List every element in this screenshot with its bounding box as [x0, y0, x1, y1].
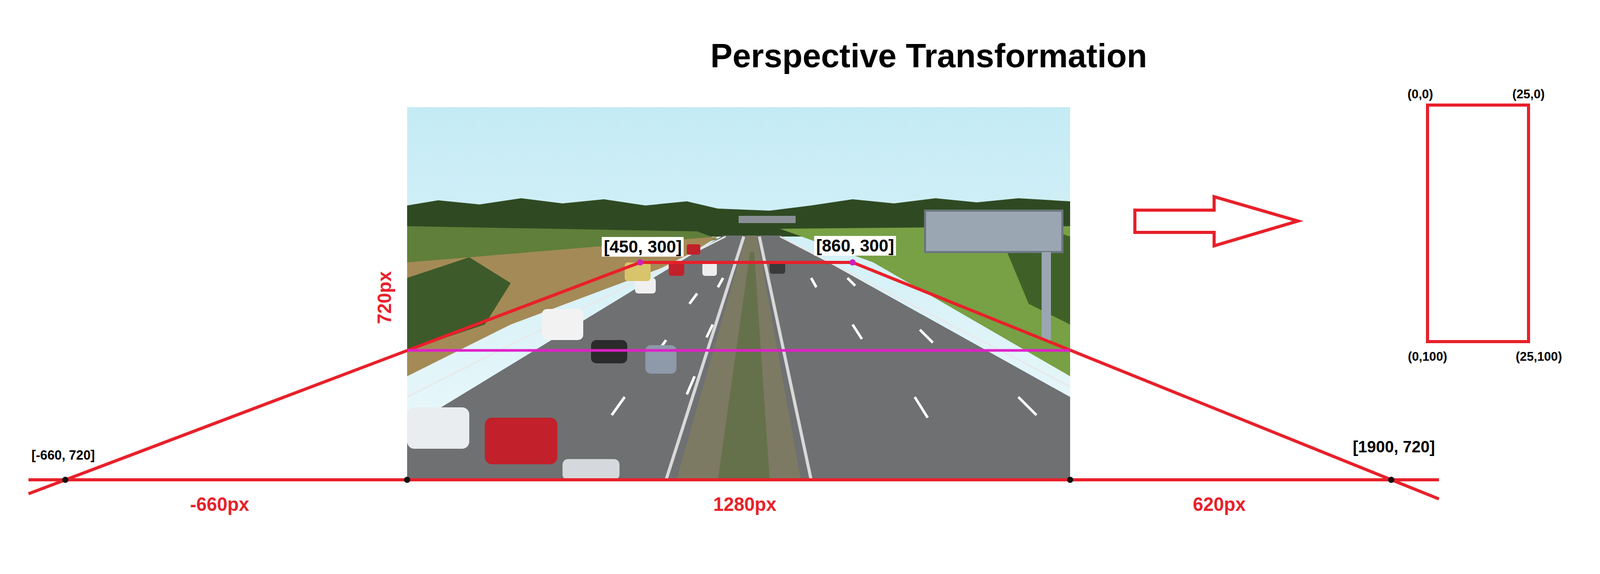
corner-dots	[637, 259, 856, 266]
lane-markings	[611, 278, 1037, 418]
road-edge-line	[407, 236, 726, 398]
point-coordinate: [450, 300]	[601, 237, 684, 257]
point-coordinate: [860, 300]	[814, 236, 897, 256]
target-rectangle	[1427, 105, 1529, 342]
sign-gantry	[925, 210, 1063, 253]
road-surface	[407, 235, 1071, 481]
barrier-line	[759, 236, 812, 481]
barrier-line	[666, 236, 744, 481]
dimension-label: 720px	[374, 271, 396, 325]
dimension-label: 1280px	[713, 494, 777, 516]
perspective-lines	[28, 262, 1439, 500]
horizon-line	[407, 349, 1071, 353]
road-edge-line	[780, 236, 1071, 387]
dimension-label: -660px	[190, 494, 250, 516]
left-edge-line	[28, 262, 641, 495]
corner-coordinate: (25,0)	[1512, 87, 1546, 102]
distant-bridge	[738, 215, 796, 224]
transform-arrow	[1134, 196, 1299, 247]
highway-photo	[407, 107, 1071, 481]
central-reservation	[676, 235, 801, 481]
corner-coordinate: (0,100)	[1407, 350, 1448, 364]
page-title: Perspective Transformation	[710, 37, 1148, 75]
gantry-pole	[1041, 252, 1051, 341]
point-coordinate: [1900, 720]	[1350, 438, 1438, 457]
bushes	[407, 257, 511, 351]
corner-coordinate: (25,100)	[1515, 350, 1562, 364]
reference-dots	[62, 477, 1395, 484]
dimension-label: 620px	[1192, 494, 1246, 516]
right-edge-line	[852, 262, 1439, 500]
top-edge-line	[640, 261, 853, 265]
baseline	[28, 478, 1439, 482]
corner-coordinate: (0,0)	[1407, 87, 1433, 102]
point-coordinate: [-660, 720]	[29, 448, 97, 464]
reservation-grass	[717, 252, 770, 481]
sky	[407, 107, 1071, 481]
